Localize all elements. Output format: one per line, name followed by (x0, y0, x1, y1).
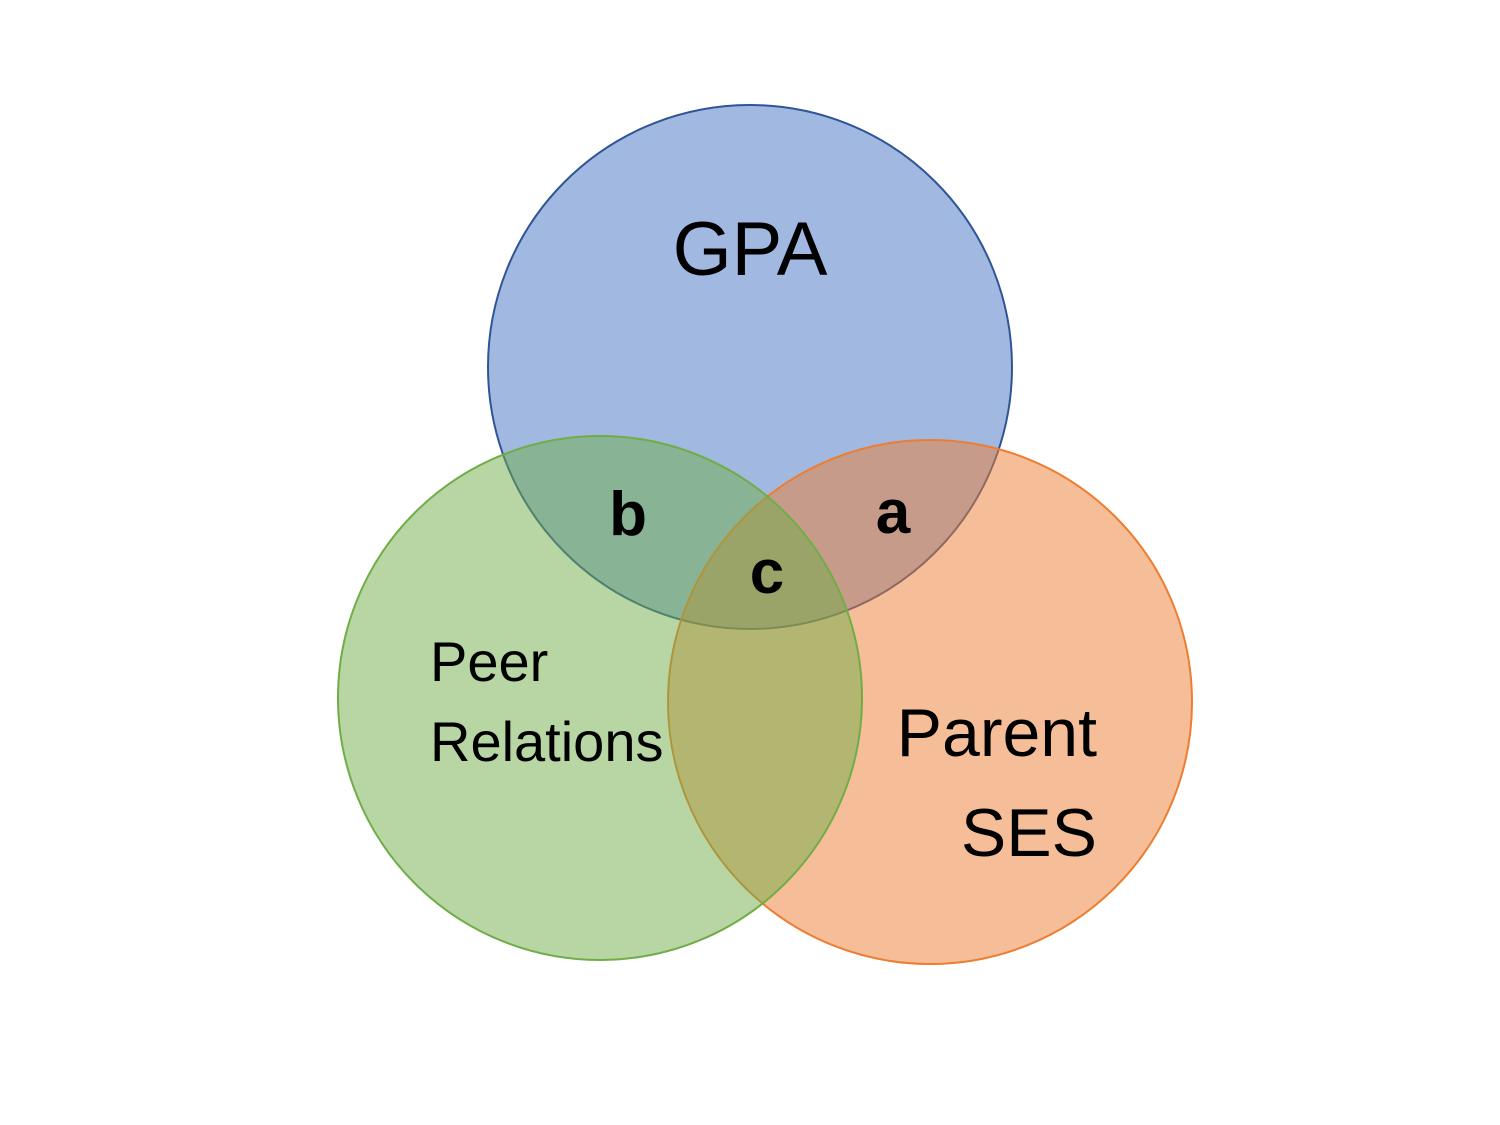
ses-label-line2: SES (961, 795, 1097, 871)
peer-label-line1: Peer (430, 630, 548, 693)
region-a-label: a (876, 478, 911, 547)
gpa-label: GPA (673, 207, 828, 292)
region-c-label: c (750, 538, 784, 607)
peer-relations-circle (337, 435, 863, 961)
ses-label-line1: Parent (897, 695, 1097, 771)
region-b-label: b (609, 480, 647, 549)
peer-label-line2: Relations (430, 710, 663, 773)
